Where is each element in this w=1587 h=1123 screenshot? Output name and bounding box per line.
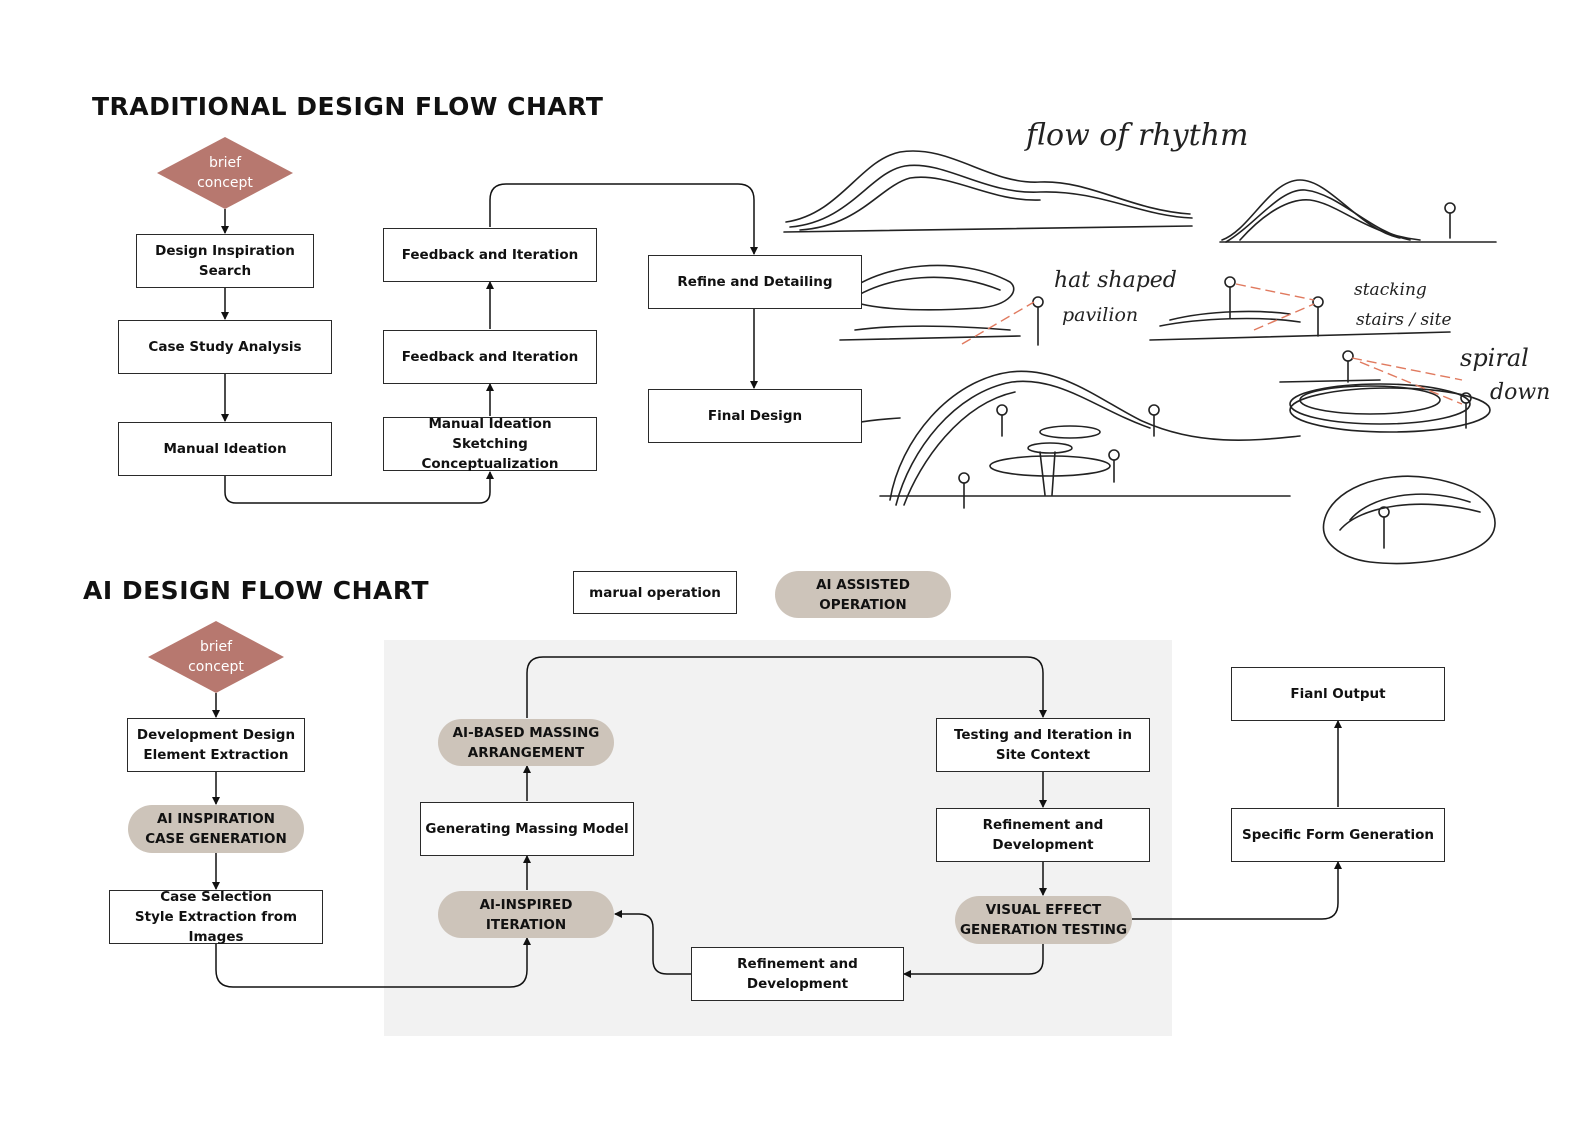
ai-chart-title: AI DESIGN FLOW CHART	[83, 576, 430, 605]
sketch-label-spiral: spiral	[1460, 344, 1529, 372]
design-inspiration-search-box: Design Inspiration Search	[136, 234, 314, 288]
ai-start-diamond	[148, 621, 284, 693]
sketch-label-stairs: stairs / site	[1356, 310, 1452, 330]
sketch-label-flow: flow of rhythm	[1026, 118, 1249, 153]
ai-inspiration-case-generation-pill: AI INSPIRATION CASE GENERATION	[128, 805, 304, 853]
case-selection-box: Case Selection Style Extraction from Ima…	[109, 889, 323, 945]
final-output-box: Fianl Output	[1231, 667, 1445, 721]
visual-effect-generation-pill: VISUAL EFFECT GENERATION TESTING	[955, 896, 1132, 944]
sketch-label-stacking: stacking	[1354, 280, 1427, 300]
traditional-start-label: brief concept	[197, 155, 253, 191]
testing-iteration-site-box: Testing and Iteration in Site Context	[936, 718, 1150, 772]
refinement-development-box-right: Refinement and Development	[936, 808, 1150, 862]
sketch-label-pavilion: pavilion	[1062, 304, 1139, 326]
traditional-chart-title: TRADITIONAL DESIGN FLOW CHART	[92, 92, 604, 121]
sketch-label-down: down	[1490, 380, 1551, 405]
case-study-analysis-box: Case Study Analysis	[118, 320, 332, 374]
specific-form-generation-box: Specific Form Generation	[1231, 808, 1445, 862]
refine-detailing-box: Refine and Detailing	[648, 255, 862, 309]
concept-sketches	[783, 150, 1497, 565]
ai-start-label: brief concept	[188, 639, 244, 675]
legend-manual-operation: marual operation	[573, 571, 737, 614]
legend-ai-assisted-operation: AI ASSISTED OPERATION	[775, 571, 951, 618]
traditional-start-diamond	[157, 137, 293, 209]
ai-massing-arrangement-pill: AI-BASED MASSING ARRANGEMENT	[438, 719, 614, 766]
element-extraction-box: Development Design Element Extraction	[127, 718, 305, 772]
feedback-iteration-box-lower: Feedback and Iteration	[383, 330, 597, 384]
manual-ideation-box: Manual Ideation	[118, 422, 332, 476]
sketch-sightlines	[961, 283, 1463, 405]
refinement-development-box-bottom: Refinement and Development	[691, 947, 904, 1001]
ai-inspired-iteration-pill: AI-INSPIRED ITERATION	[438, 891, 614, 938]
final-design-box: Final Design	[648, 389, 862, 443]
generating-massing-model-box: Generating Massing Model	[420, 802, 634, 856]
sketch-label-hat: hat shaped	[1054, 268, 1177, 293]
sketching-conceptualization-box: Manual Ideation Sketching Conceptualizat…	[383, 416, 597, 472]
feedback-iteration-box-upper: Feedback and Iteration	[383, 228, 597, 282]
